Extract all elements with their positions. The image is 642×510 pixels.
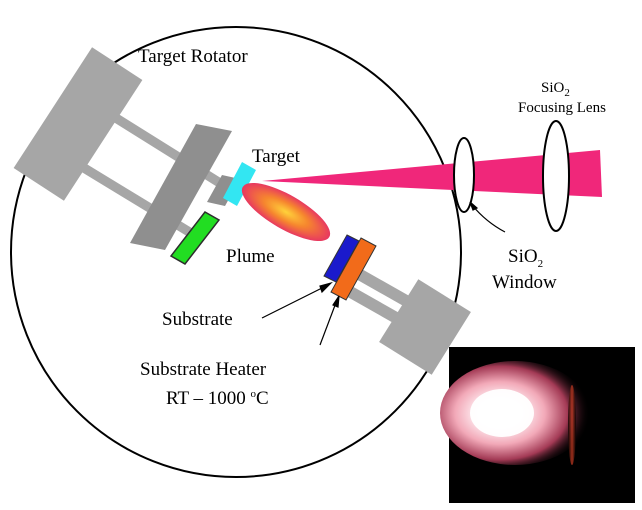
- lens-desc-label: Focusing Lens: [518, 100, 606, 116]
- temperature-range-label: RT – 1000 oC: [166, 388, 269, 409]
- plume-photo: [440, 347, 635, 503]
- window-desc-label: Window: [492, 272, 557, 293]
- sio2-focusing-lens: [542, 120, 570, 232]
- target: [223, 162, 256, 206]
- window-chem-label: SiO2: [508, 246, 543, 270]
- target-rotator-label: Target Rotator: [138, 46, 248, 67]
- pointer-arrows: [261, 201, 506, 346]
- plume-label: Plume: [226, 246, 275, 267]
- sio2-window: [453, 137, 475, 213]
- laser-beam: [262, 150, 602, 197]
- vacuum-chamber: [10, 26, 462, 478]
- alt-target: [169, 211, 221, 265]
- target-label: Target: [252, 146, 301, 167]
- plume: [241, 182, 331, 242]
- lens-chem-label: SiO2: [541, 80, 570, 99]
- target-rotator: [13, 47, 240, 250]
- substrate: [323, 234, 360, 283]
- substrate-heater: [344, 268, 471, 375]
- substrate-label: Substrate: [162, 309, 233, 330]
- substrate-heater-label: Substrate Heater: [140, 359, 267, 380]
